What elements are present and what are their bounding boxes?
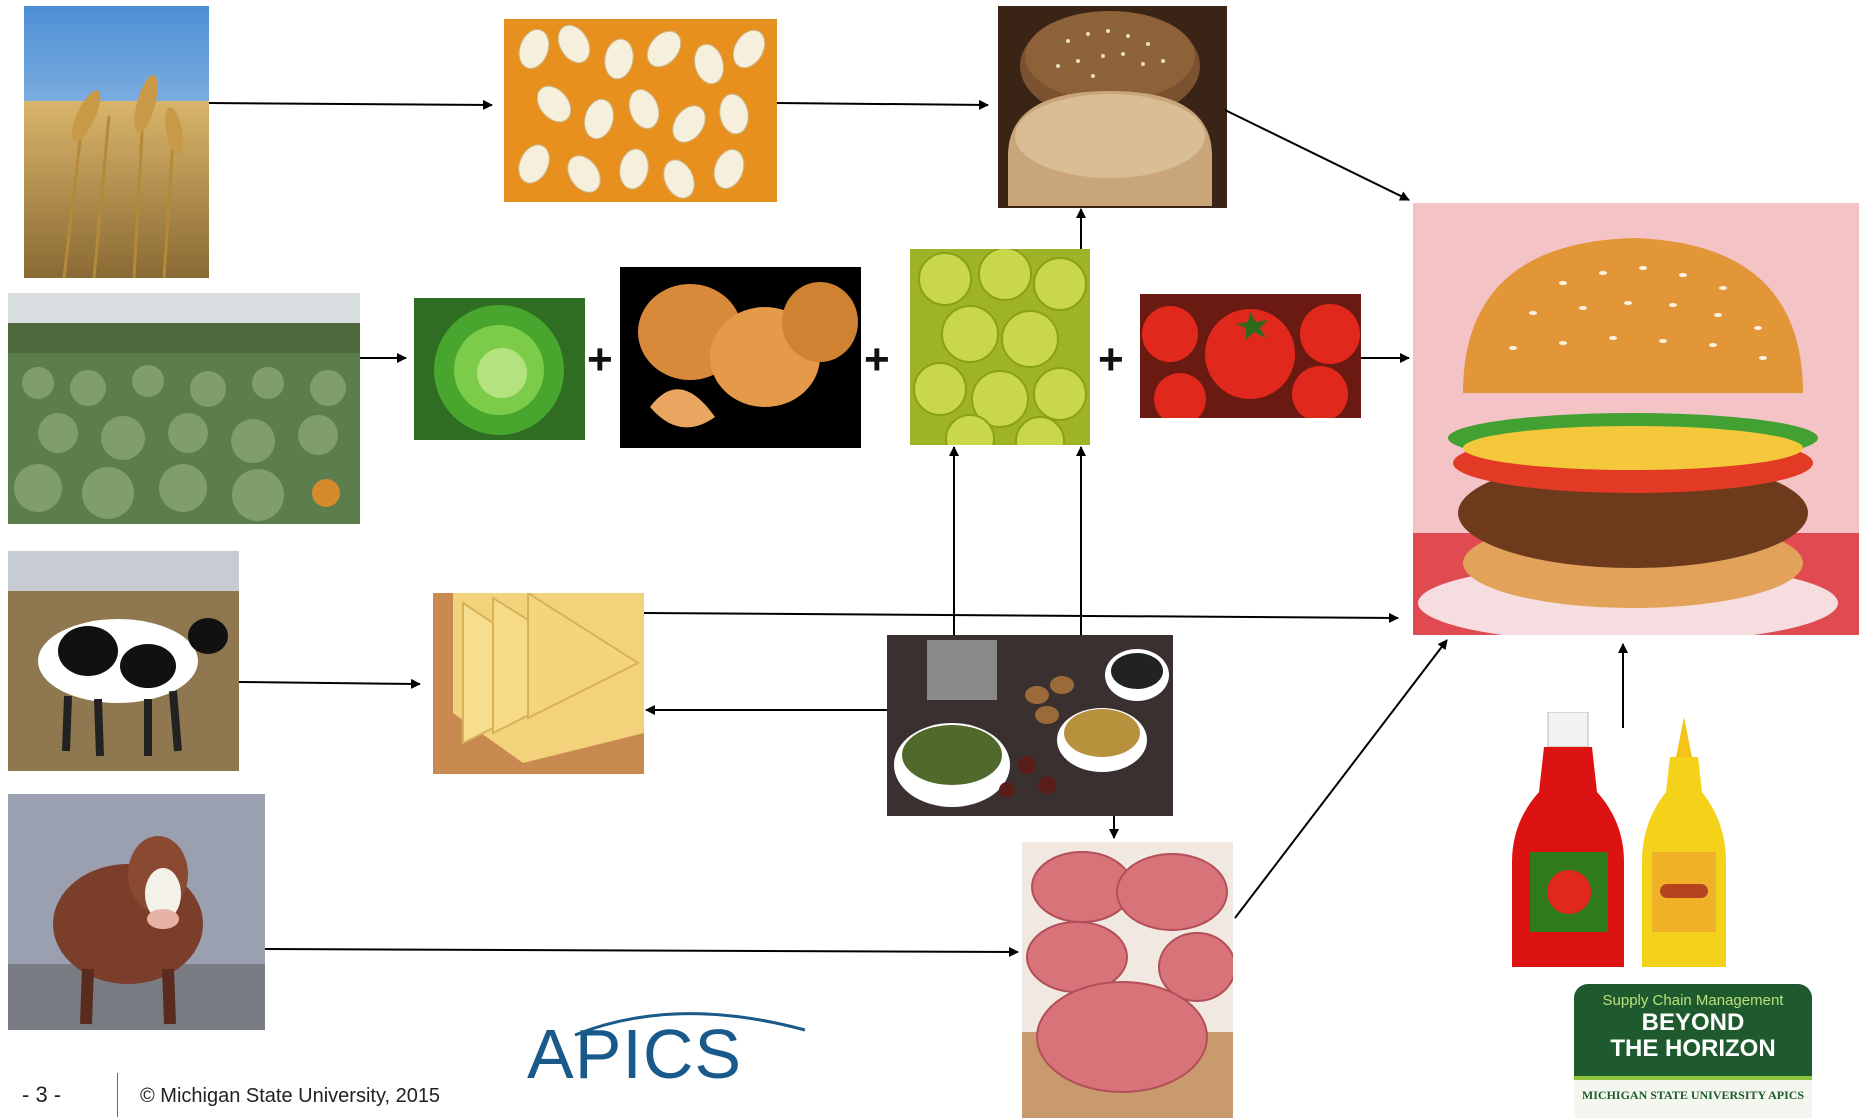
badge-line-1: BEYOND — [1641, 1009, 1745, 1036]
copyright-text: © Michigan State University, 2015 — [140, 1085, 441, 1107]
arrow-beefcow-to-beef — [264, 946, 1019, 957]
cabbage-field-image — [8, 293, 360, 524]
badge-line-2: THE HORIZON — [1610, 1035, 1776, 1062]
dairy-cow-image — [8, 551, 239, 771]
arrow-beef-to-burger — [1234, 639, 1448, 919]
burger-bun-image — [998, 6, 1227, 208]
beyond-horizon-badge: Supply Chain Management BEYOND THE HORIZ… — [1574, 984, 1812, 1118]
plus-sign-1: + — [587, 335, 613, 384]
badge-partner-logos: MICHIGAN STATE UNIVERSITY APICS — [1581, 1088, 1805, 1102]
arrow-bun-to-burger — [1224, 109, 1410, 201]
pickles-image — [910, 249, 1090, 445]
page-number: - 3 - — [22, 1082, 62, 1107]
apics-logo: APICS — [515, 1005, 815, 1100]
hamburger-image — [1413, 203, 1859, 635]
arrow-dairycow-to-cheese — [238, 678, 421, 689]
badge-subtitle: Supply Chain Management — [1602, 992, 1784, 1009]
spices-image — [887, 635, 1173, 816]
plus-sign-3: + — [1098, 335, 1124, 384]
arrow-seeds-to-bun — [776, 99, 989, 110]
sesame-seeds-image — [504, 19, 777, 202]
apics-logo-text: APICS — [527, 1015, 743, 1093]
cheese-image — [433, 593, 644, 774]
tomatoes-image — [1140, 294, 1361, 418]
beef-cow-image — [8, 794, 265, 1030]
arrow-cheese-to-burger — [643, 612, 1399, 623]
footer-divider — [117, 1073, 118, 1117]
lettuce-image — [414, 298, 585, 440]
onions-image — [620, 267, 861, 448]
arrow-wheat-to-seeds — [208, 99, 493, 110]
wheat-field-image — [24, 6, 209, 278]
condiments-image — [1512, 712, 1748, 972]
plus-sign-2: + — [864, 335, 890, 384]
ground-beef-image — [1022, 842, 1233, 1118]
